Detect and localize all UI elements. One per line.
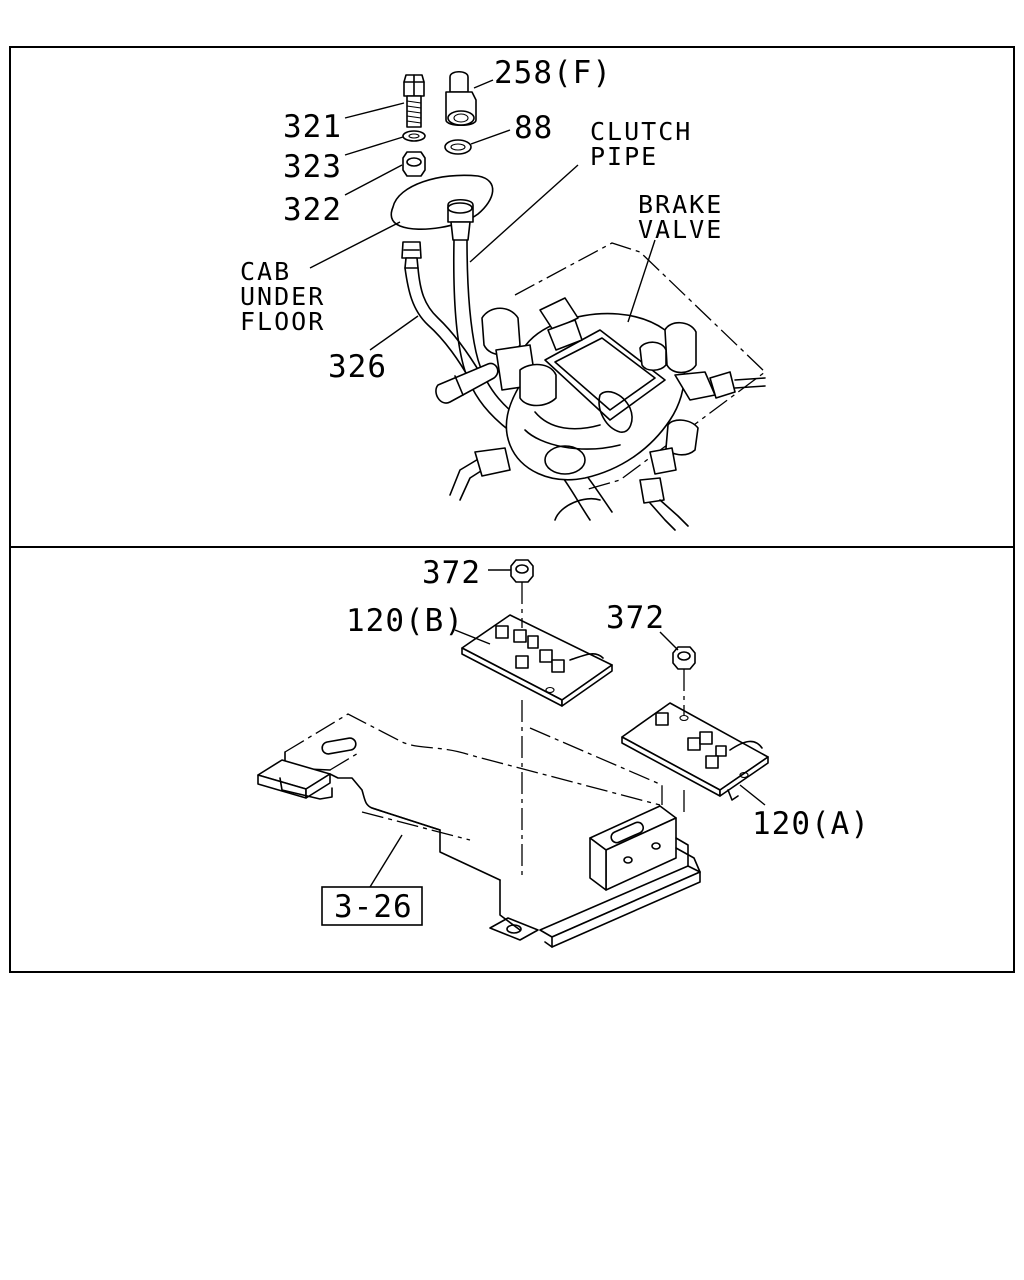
bracket-120a-part (621, 702, 769, 801)
bolt-321-part (403, 74, 425, 128)
leader-321 (344, 102, 405, 119)
label-88: 88 (514, 110, 553, 146)
label-326: 326 (328, 349, 387, 385)
callout-pipe: PIPE (590, 142, 658, 171)
callout-clutch: CLUTCH (590, 117, 692, 146)
label-120-a: 120(A) (752, 806, 870, 842)
top-panel: 321 323 322 258(F) 88 326 CLUTCH PIPE BR… (240, 55, 767, 531)
leader-326 (369, 315, 419, 351)
washer-88-part (444, 139, 472, 155)
label-322: 322 (283, 192, 342, 228)
pipe-326-part (401, 241, 483, 381)
brake-valve-body (449, 297, 766, 531)
callout-floor: FLOOR (240, 307, 325, 336)
top-panel-border (9, 46, 1015, 548)
label-372-top: 372 (422, 555, 481, 591)
label-258-f: 258(F) (494, 55, 612, 91)
leader-clutch-pipe (469, 164, 579, 263)
label-120-b: 120(B) (346, 603, 464, 639)
callout-valve: VALVE (638, 215, 723, 244)
bottom-panel-border (9, 546, 1015, 973)
leader-258 (473, 79, 494, 89)
label-372-right: 372 (606, 600, 665, 636)
pipe-clamp (435, 362, 499, 404)
base-plate-part (257, 713, 701, 948)
bottom-panel: 372 372 120(B) 120(A) 3-26 (257, 555, 870, 948)
leader-cab-under-floor (309, 221, 401, 269)
bracket-120b-part (461, 614, 613, 707)
nut-322-part (402, 151, 426, 177)
leader-372-right (659, 631, 679, 651)
cab-floor-opening (390, 174, 494, 231)
callout-cab: CAB (240, 257, 291, 286)
fitting-258-part (445, 70, 477, 127)
reference-box-label: 3-26 (334, 889, 413, 925)
nut-372-right-part (672, 646, 696, 670)
label-323: 323 (283, 149, 342, 185)
reference-box-3-26[interactable]: 3-26 (321, 886, 423, 926)
callout-under: UNDER (240, 282, 325, 311)
snap-ring-323-part (402, 130, 426, 142)
nut-372-top-part (510, 559, 534, 583)
leader-88 (470, 129, 511, 145)
label-321: 321 (283, 109, 342, 145)
leader-322 (344, 164, 403, 196)
callout-brake: BRAKE (638, 190, 723, 219)
leader-3-26 (369, 834, 403, 888)
leader-323 (344, 136, 404, 156)
brake-valve-plate (514, 242, 767, 491)
leader-120a (739, 784, 766, 806)
leader-brake-valve (627, 239, 656, 323)
leader-120b (454, 629, 491, 645)
